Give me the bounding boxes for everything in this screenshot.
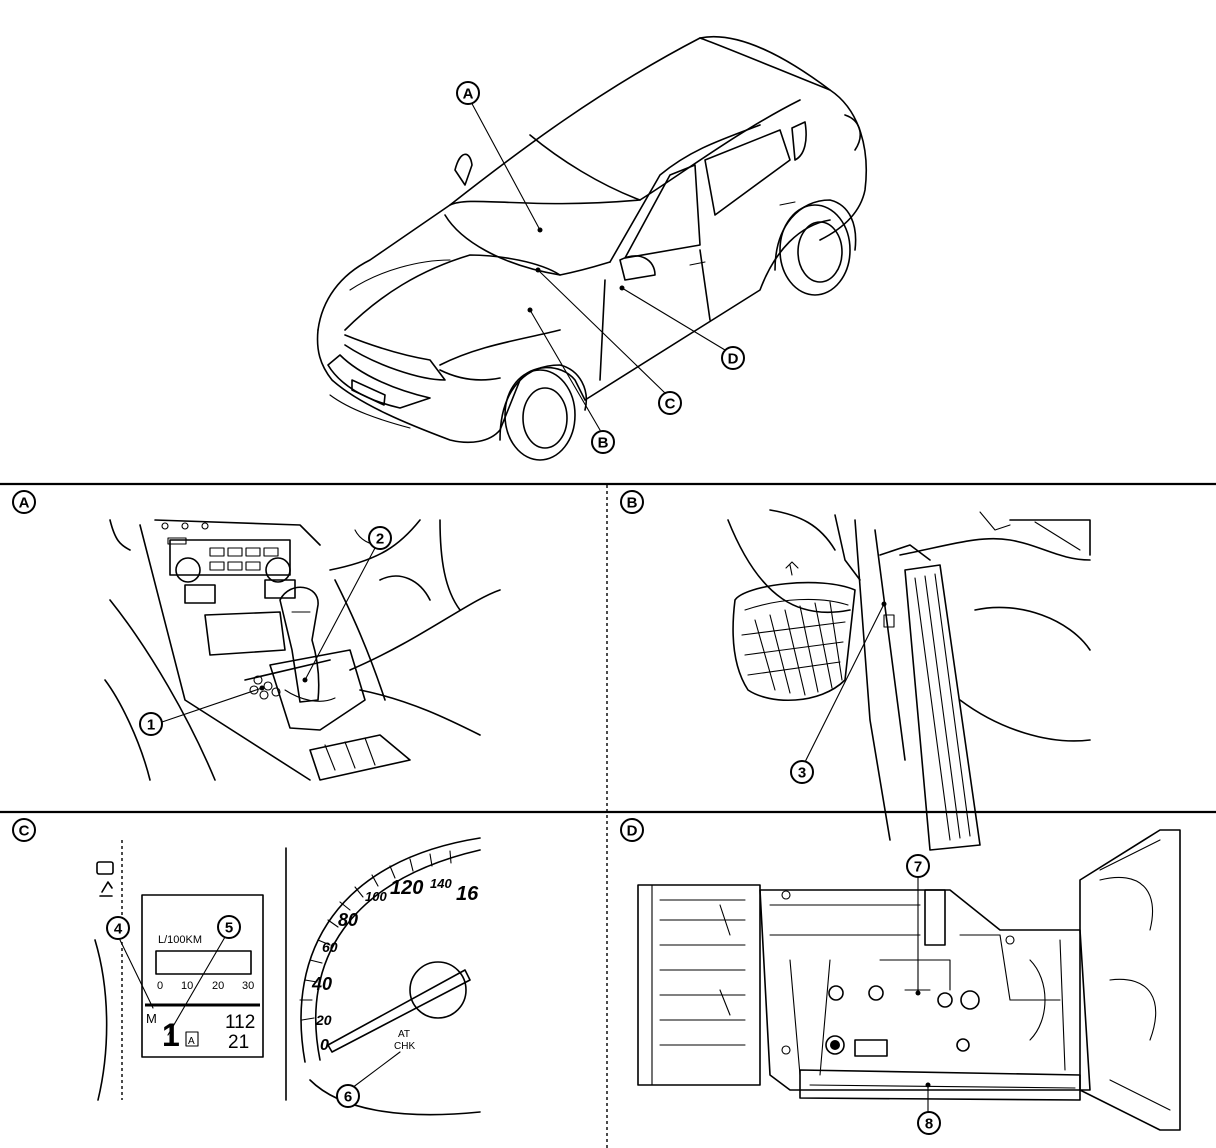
at-label: AT	[398, 1029, 410, 1040]
tick-20: 20	[315, 1012, 332, 1028]
item-6-label: 6	[344, 1089, 352, 1106]
panel-a-label: A	[19, 495, 30, 512]
trip-value: 21	[228, 1032, 249, 1053]
tick-140: 140	[430, 876, 452, 891]
panel-d: D	[620, 818, 1181, 1135]
tick-0: 0	[320, 1037, 329, 1054]
callout-c-label: C	[665, 396, 676, 413]
speedometer: 20 40 60 80 100 120 140 16 0 AT CHK	[299, 837, 481, 1116]
callout-b-label: B	[598, 435, 609, 452]
callout-d-label: D	[728, 351, 739, 368]
auto-icon	[185, 1031, 199, 1047]
scale-10: 10	[181, 980, 193, 992]
item-2-label: 2	[376, 531, 384, 548]
callout-a-label: A	[463, 86, 474, 103]
item-1-label: 1	[147, 717, 155, 734]
speed-needle	[327, 969, 471, 1053]
panel-c-label: C	[19, 823, 30, 840]
warning-lamp-icon	[96, 861, 114, 875]
callout-b: B	[591, 430, 615, 454]
tick-40: 40	[311, 974, 332, 994]
callout-d: D	[721, 346, 745, 370]
panel-d-label: D	[627, 823, 638, 840]
panel-c: C L/100KM 0 10 20 30 M 1 A 112 21	[12, 818, 481, 1116]
overview-leader-lines	[469, 99, 726, 431]
scale-20: 20	[212, 980, 224, 992]
transmission-drawing	[637, 829, 1181, 1131]
item-7-label: 7	[914, 859, 922, 876]
vehicle-overview	[316, 36, 868, 461]
needle-hub	[409, 961, 467, 1019]
chk-label: CHK	[394, 1041, 415, 1052]
seatbelt-icon	[99, 881, 113, 897]
item-5-label: 5	[225, 920, 233, 937]
fuel-bar	[155, 950, 252, 975]
pedal-box-drawing	[727, 509, 1091, 851]
panel-b-label: B	[627, 495, 638, 512]
odometer-value: 112	[225, 1012, 255, 1033]
scale-0: 0	[157, 980, 163, 992]
scale-30: 30	[242, 980, 254, 992]
auto-icon-letter: A	[188, 1036, 195, 1047]
item-4-label: 4	[114, 921, 123, 938]
tick-80: 80	[338, 910, 358, 930]
tick-60: 60	[322, 939, 338, 955]
panel-grid	[0, 482, 1216, 1148]
tick-100: 100	[365, 889, 387, 904]
panel-b: B	[620, 490, 1091, 851]
gear-indicator: 1	[162, 1017, 180, 1053]
panel-a: A	[12, 490, 501, 781]
left-gauge-arc	[94, 939, 108, 1101]
item-3-label: 3	[798, 765, 806, 782]
callout-c: C	[658, 391, 682, 415]
item-8-label: 8	[925, 1116, 933, 1133]
tick-16: 16	[456, 883, 479, 905]
callout-a: A	[456, 81, 480, 105]
multi-info-display: L/100KM 0 10 20 30 M 1 A 112 21	[141, 894, 264, 1058]
fuel-unit-label: L/100KM	[158, 934, 202, 946]
mode-indicator: M	[146, 1011, 157, 1026]
center-console-drawing	[104, 519, 501, 781]
tick-120: 120	[390, 877, 423, 899]
